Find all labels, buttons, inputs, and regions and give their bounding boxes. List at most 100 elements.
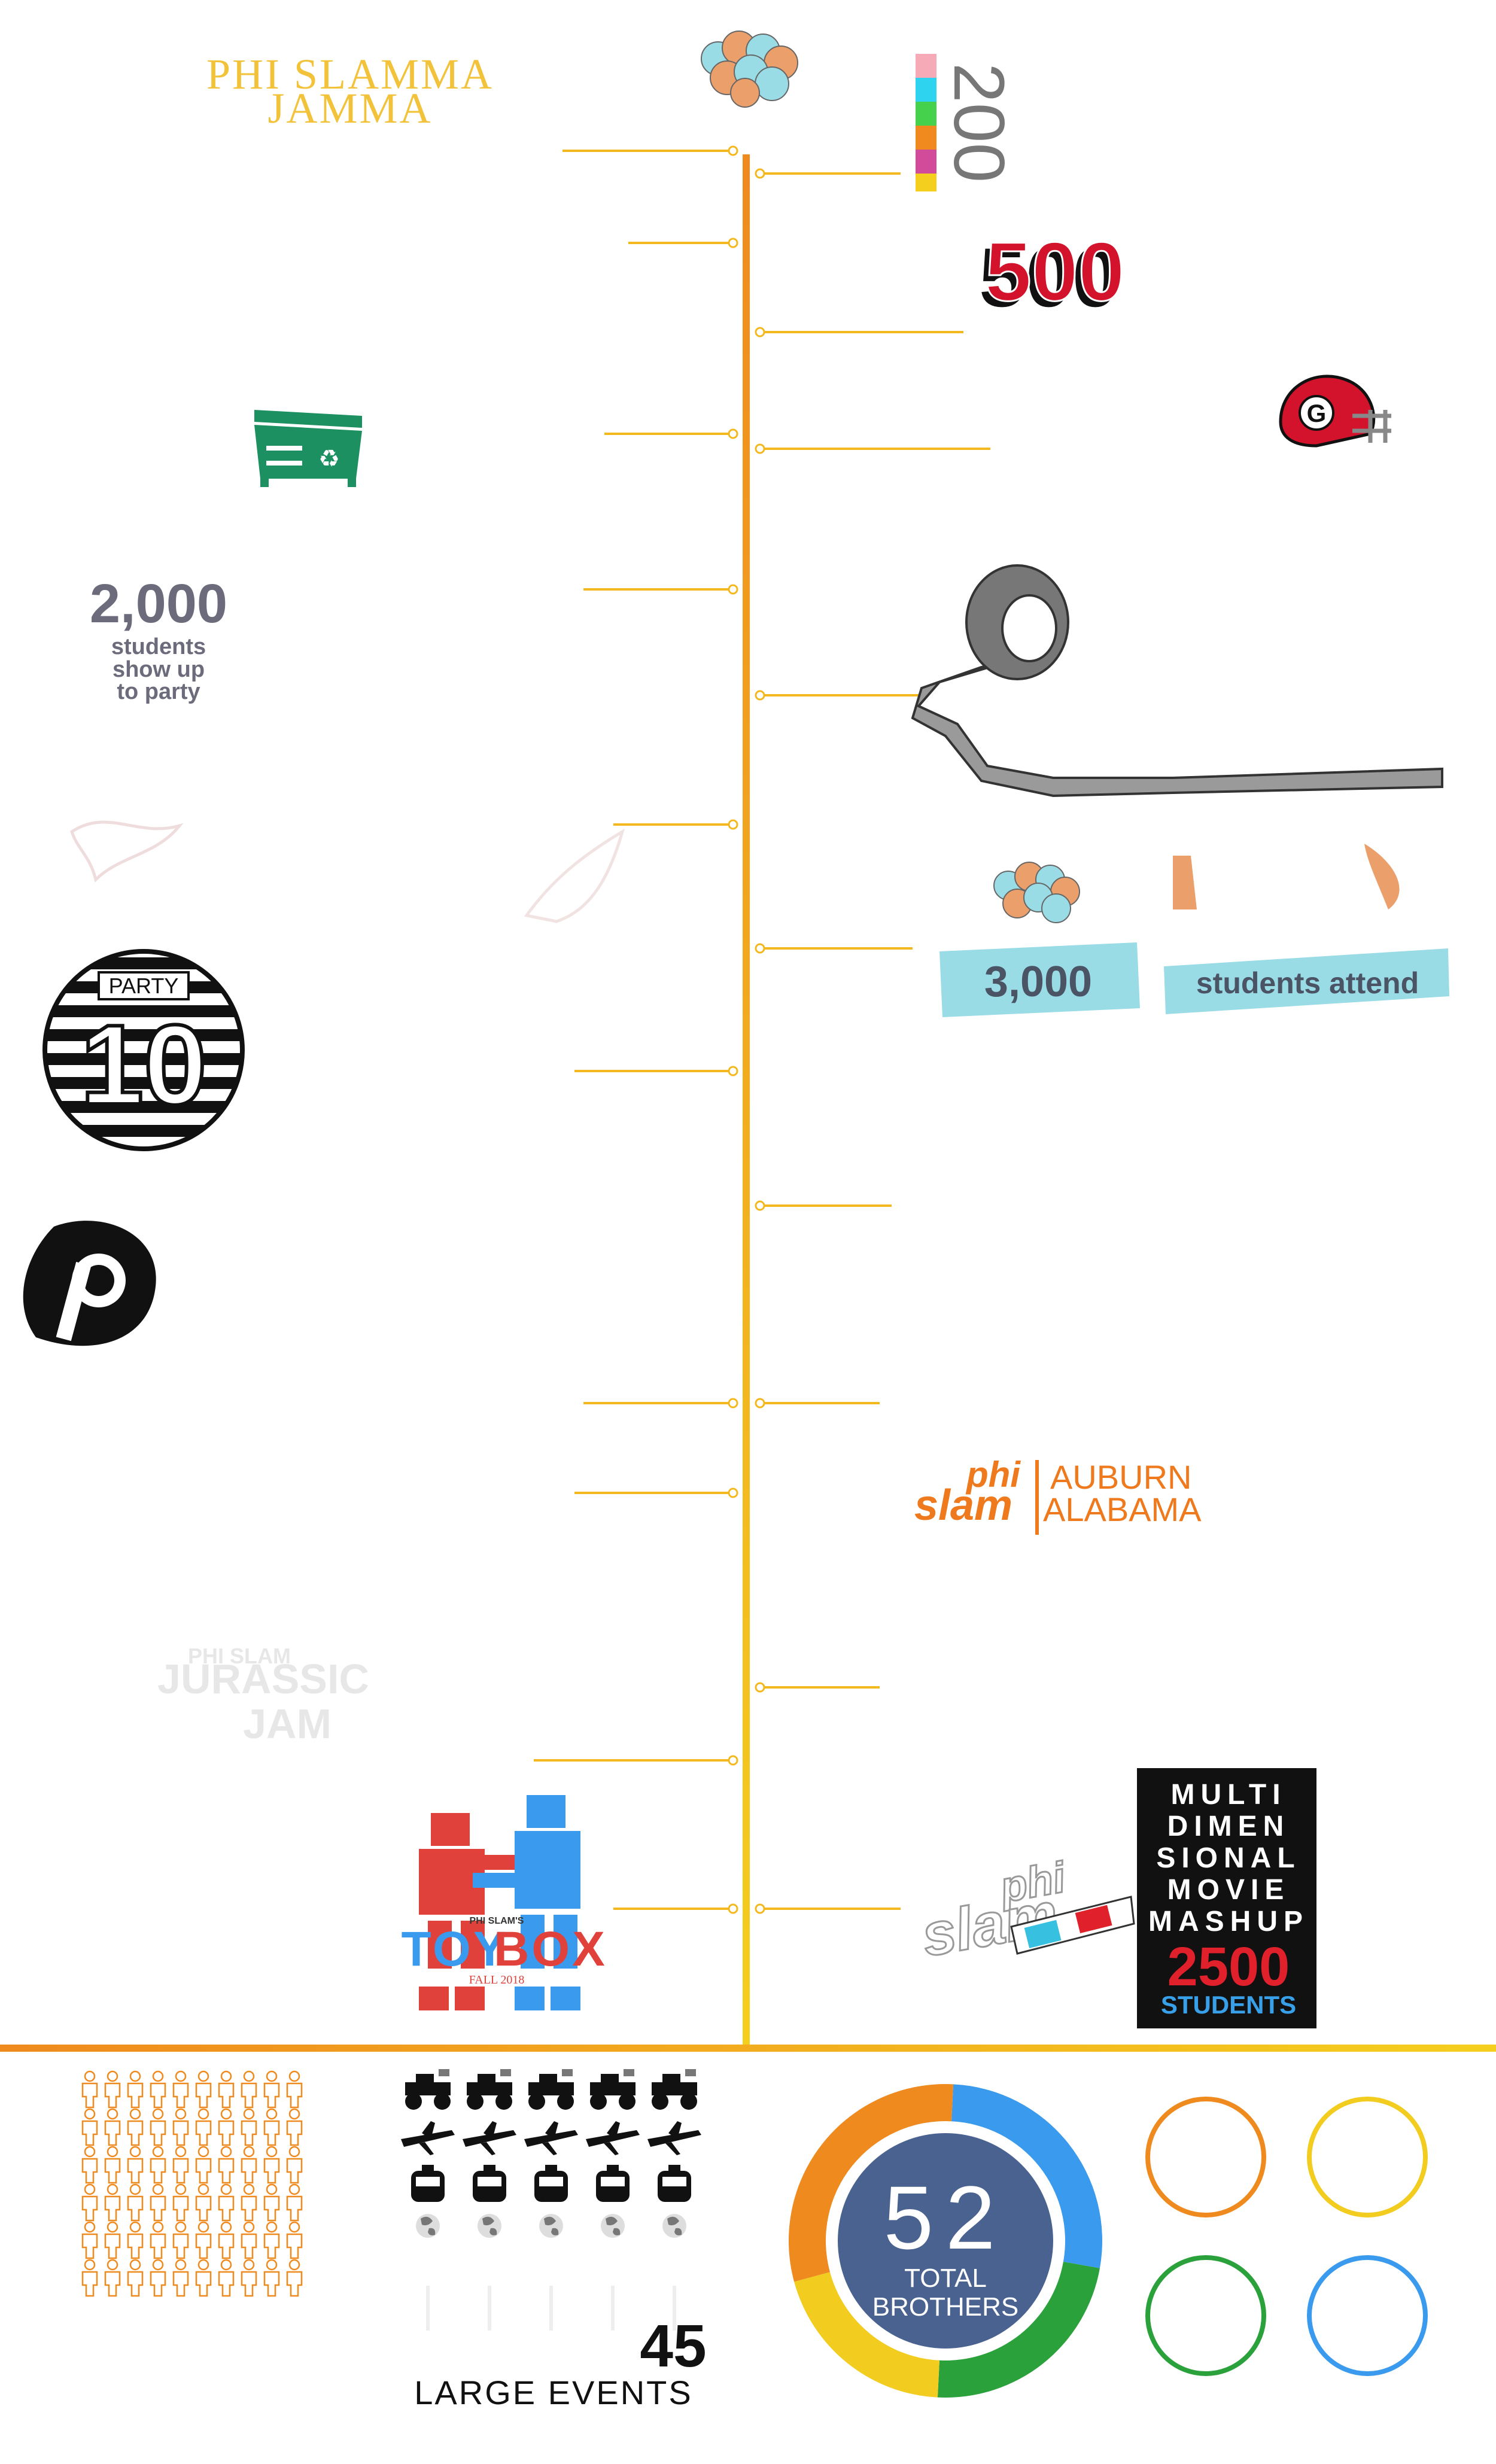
person-icon <box>263 2146 280 2184</box>
person-icon <box>218 2070 235 2109</box>
students-2000-number: 2,000 <box>90 573 227 634</box>
attend-text: students attend <box>1196 966 1419 1000</box>
person-icon <box>150 2183 166 2222</box>
counter-500: 500 500 <box>979 224 1126 325</box>
color-ring <box>1307 2255 1428 2376</box>
counter-500-shadow: 500 <box>979 230 1119 324</box>
person-icon <box>263 2183 280 2222</box>
person-icon <box>263 2108 280 2146</box>
person-icon <box>241 2183 257 2222</box>
events-number: 45 <box>640 2313 706 2380</box>
brothers-center: 52 TOTAL BROTHERS <box>838 2133 1053 2349</box>
timeline-node <box>755 327 765 337</box>
movie-title-line: DIMEN <box>1167 1811 1290 1842</box>
toybox-title-box: BOX <box>494 1922 607 1976</box>
donut-segment <box>951 2084 1102 2268</box>
trolley-icon <box>411 2165 445 2202</box>
jurassic-jam-logo: PHI SLAM JURASSIC JAM <box>157 1644 369 1747</box>
person-icon <box>127 2259 144 2297</box>
duct-tape-icon <box>911 564 1443 798</box>
timeline-node <box>728 1903 738 1914</box>
person-icon <box>81 2070 98 2109</box>
phi-slam-3d-logo: phi slam <box>916 1852 1135 1970</box>
trolley-icon <box>473 2165 506 2202</box>
monster-truck-icon <box>467 2069 512 2110</box>
psj-line2: JAMMA <box>267 84 432 132</box>
auburn-line2: ALABAMA <box>1043 1490 1202 1528</box>
toy-box-logo: PHI SLAM'S TOY BOX FALL 2018 <box>401 1795 607 2010</box>
person-icon <box>241 2259 257 2297</box>
movie-unit: STUDENTS <box>1161 1991 1296 2019</box>
toybox-date: FALL 2018 <box>469 1973 525 1987</box>
timeline-node <box>755 943 765 954</box>
faint-icon <box>426 2286 430 2331</box>
trolley-icon <box>534 2165 568 2202</box>
person-icon <box>195 2146 212 2184</box>
timeline-node <box>728 428 738 439</box>
person-icon <box>286 2146 303 2184</box>
movie-title-line: MOVIE <box>1167 1874 1290 1906</box>
timeline-node <box>728 145 738 156</box>
person-icon <box>286 2221 303 2259</box>
person-icon <box>286 2183 303 2222</box>
person-icon <box>172 2221 189 2259</box>
faint-sketch-center <box>524 828 625 923</box>
person-icon <box>81 2259 98 2297</box>
person-icon <box>150 2108 166 2146</box>
donut-segment <box>794 2272 940 2398</box>
events-label: LARGE EVENTS <box>414 2374 692 2411</box>
timeline-node <box>728 584 738 595</box>
timeline-node <box>755 1200 765 1211</box>
movie-title-line: MASHUP <box>1148 1906 1309 1937</box>
person-icon <box>172 2070 189 2109</box>
large-events-stat: 45 LARGE EVENTS <box>414 2313 706 2411</box>
person-icon <box>150 2070 166 2109</box>
students-2000-line3: to party <box>117 679 200 704</box>
blue-robot-icon <box>473 1795 580 2010</box>
airplane-icon <box>586 2121 640 2155</box>
events-icon-grid <box>401 2069 701 2331</box>
person-icon <box>195 2183 212 2222</box>
donut-segment <box>788 2084 954 2282</box>
color-ring <box>1145 2255 1266 2376</box>
timeline-axis <box>743 154 750 2048</box>
person-icon <box>218 2183 235 2222</box>
timeline <box>0 154 1496 2052</box>
person-icon <box>150 2259 166 2297</box>
football-helmet-icon: G <box>1279 375 1391 448</box>
brothers-donut-chart <box>788 2084 1102 2398</box>
person-icon <box>195 2108 212 2146</box>
faint-icon <box>673 2286 676 2331</box>
balloons-small-icon <box>993 862 1080 923</box>
timeline-node <box>755 1903 765 1914</box>
faint-icon <box>549 2286 553 2331</box>
person-icon <box>263 2070 280 2109</box>
psj-line1: PHI SLAMMA <box>206 50 494 98</box>
person-icon <box>263 2221 280 2259</box>
svg-text:JURASSIC: JURASSIC <box>157 1656 369 1702</box>
person-icon <box>127 2183 144 2222</box>
timeline-node <box>728 1755 738 1766</box>
person-icon <box>104 2183 121 2222</box>
person-icon <box>104 2070 121 2109</box>
toybox-title-toy: TOY <box>401 1922 508 1976</box>
auburn-alabama-logo: phi slam AUBURN ALABAMA <box>914 1455 1202 1535</box>
monster-truck-icon <box>652 2069 697 2110</box>
orange-figure-icon <box>1173 844 1400 909</box>
airplane-icon <box>647 2121 701 2155</box>
person-icon <box>172 2146 189 2184</box>
timeline-node <box>728 1398 738 1409</box>
trolley-icon <box>596 2165 630 2202</box>
person-icon <box>286 2070 303 2109</box>
color-ring <box>1145 2097 1266 2217</box>
trolley-icon <box>658 2165 691 2202</box>
person-icon <box>195 2221 212 2259</box>
person-icon <box>286 2259 303 2297</box>
svg-text:♻: ♻ <box>318 445 340 473</box>
party-number: 10 <box>80 1002 206 1128</box>
person-icon <box>127 2221 144 2259</box>
svg-text:JAM: JAM <box>243 1701 332 1747</box>
3d-glasses-icon <box>1010 1896 1135 1955</box>
